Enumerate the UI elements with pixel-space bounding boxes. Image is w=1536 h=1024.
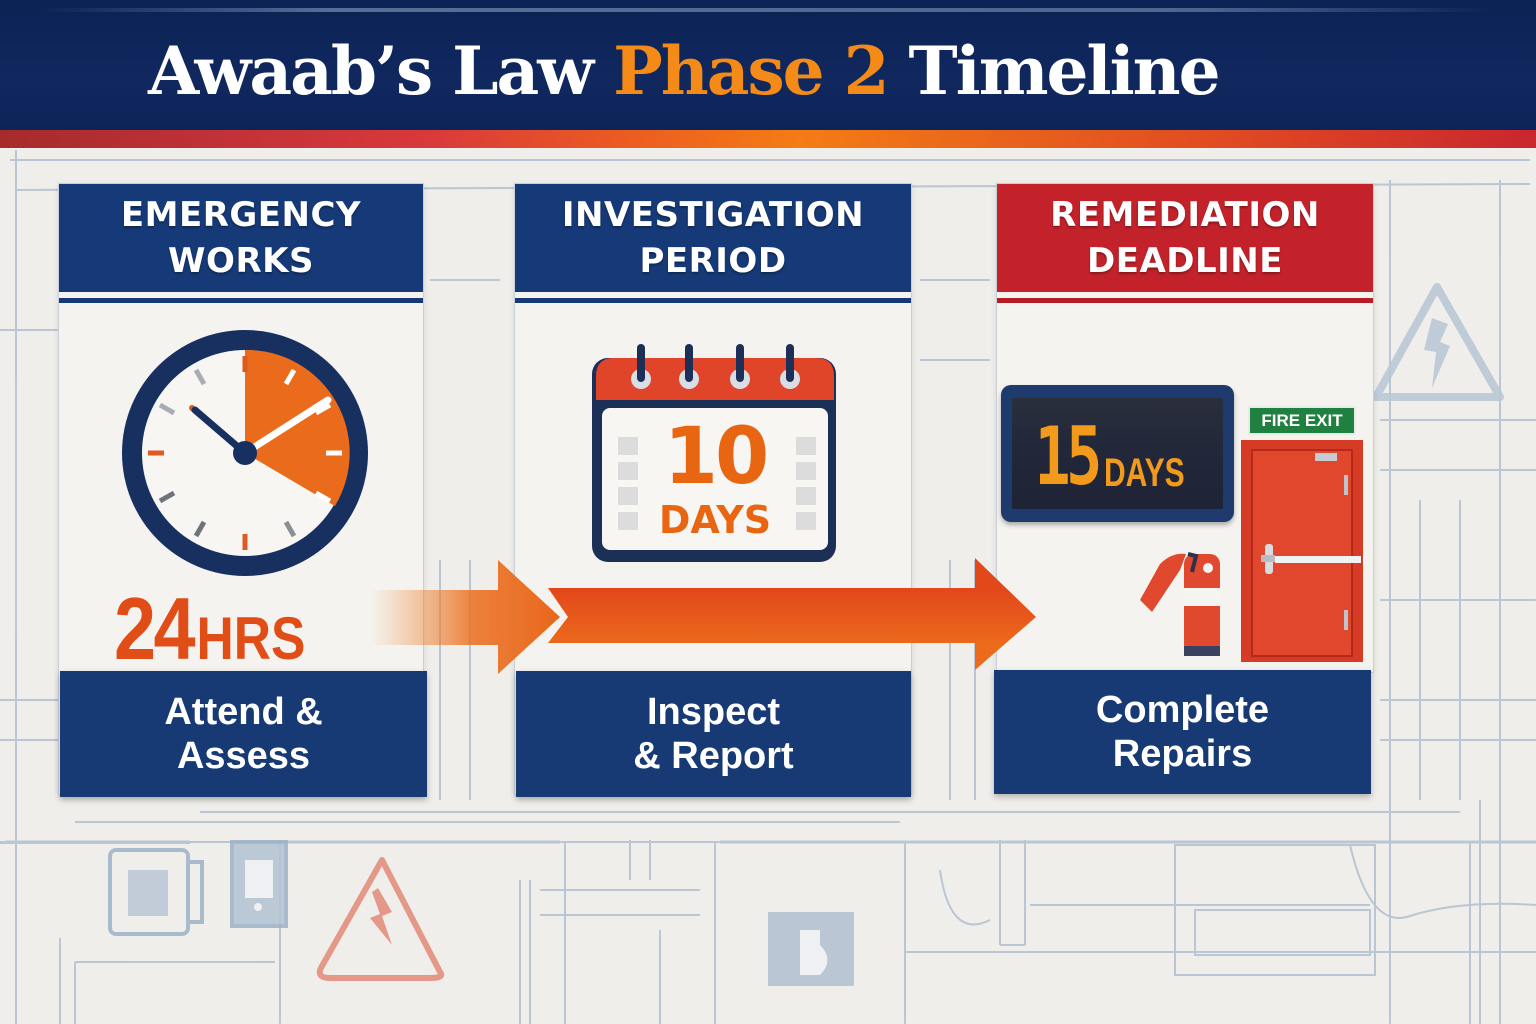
duration-value: 10 [663,412,770,502]
wall-sign-icon [768,912,854,986]
title-accent: Phase 2 [613,32,889,110]
stage-header-remediation: REMEDIATION DEADLINE [997,184,1373,292]
light-switch-icon [230,840,288,928]
action-box-investigation: Inspect & Report [516,671,911,797]
stage-title-line-2: PERIOD [639,241,787,281]
stage-title-line-1: REMEDIATION [1050,195,1320,235]
action-line-1: Complete [1095,689,1270,731]
header-sheen [40,8,1490,12]
header-underline [515,298,911,303]
action-line-1: Attend & [164,691,323,733]
stage-title-line-2: DEADLINE [1087,241,1283,281]
blueprint-background [0,150,1536,1024]
action-line-1: Inspect [646,691,781,733]
duration-unit: DAYS [1103,451,1185,495]
stage-title-line-2: WORKS [168,241,314,281]
action-box-emergency: Attend & Assess [60,671,427,797]
lower-warning-triangle-icon [316,857,445,981]
duration-value: 15 [1034,410,1102,503]
timeline-arrows [370,558,1036,674]
header-banner: Awaab’s Law Phase 2 Timeline [0,0,1536,130]
calendar-icon: 10 DAYS [590,342,840,564]
stage-title-line-1: INVESTIGATION [561,195,865,235]
action-line-2: & Report [633,735,794,777]
action-box-remediation: Complete Repairs [994,670,1371,794]
duration-unit: HRS [196,605,306,672]
header-underline [59,298,423,303]
right-warning-triangle-icon [1372,283,1504,401]
duration-emergency: 24HRS [114,578,305,680]
duration-unit: DAYS [658,498,772,542]
stage-title-line-1: EMERGENCY [120,195,362,235]
fire-exit-sign: FIRE EXIT [1248,406,1356,435]
title-part-2: Timeline [887,32,1221,110]
electrical-panel-icon [108,848,204,936]
header-underline [997,298,1373,303]
fire-extinguisher-icon [1140,552,1220,656]
stage-header-investigation: INVESTIGATION PERIOD [515,184,911,292]
duration-value: 24 [114,579,196,678]
page-title: Awaab’s Law Phase 2 Timeline [148,32,1221,110]
header-gradient-stripe [0,130,1536,148]
stage-header-emergency: EMERGENCY WORKS [59,184,423,292]
clock-icon [122,330,368,576]
digital-display-icon: 15 DAYS [1001,385,1234,522]
fire-door-icon [1241,440,1363,662]
action-line-2: Assess [176,735,311,777]
action-line-2: Repairs [1112,733,1253,775]
title-part-1: Awaab’s Law [148,32,614,110]
